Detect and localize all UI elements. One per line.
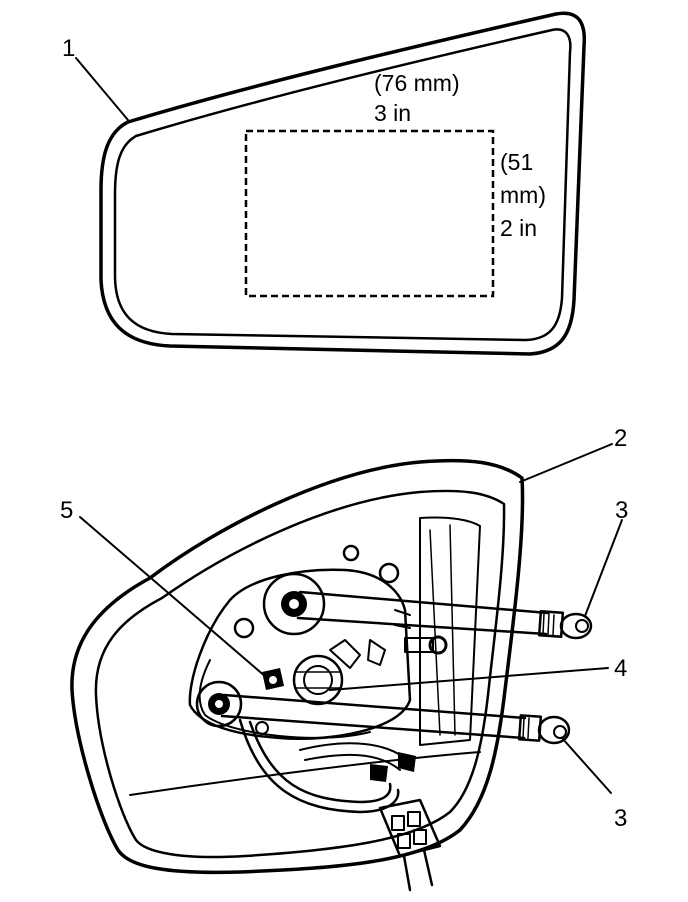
callout-3-upper: 3 xyxy=(615,497,628,524)
dimension-width-metric: (76 mm) xyxy=(374,70,460,96)
actuator-bracket xyxy=(188,544,448,740)
callout-4: 4 xyxy=(614,655,627,682)
lower-rod xyxy=(220,693,571,745)
lower-pivot-socket xyxy=(195,680,243,728)
callout-leader-2 xyxy=(519,443,613,483)
callout-leader-4 xyxy=(329,667,609,691)
callout-leader-3-upper xyxy=(584,519,623,617)
dimension-width-imperial: 3 in xyxy=(374,100,411,126)
mirror-housing xyxy=(70,458,525,875)
callout-leader-1 xyxy=(75,57,129,121)
measurement-area xyxy=(244,129,495,298)
callout-1: 1 xyxy=(62,35,75,62)
dimension-height-imperial: 2 in xyxy=(500,215,537,241)
pivot xyxy=(262,668,284,690)
callout-leader-3-lower xyxy=(561,737,612,794)
electrical-connector xyxy=(378,798,442,892)
upper-rod xyxy=(296,590,593,640)
callout-5: 5 xyxy=(60,497,73,524)
dimension-height-metric-line1: (51 xyxy=(500,149,533,175)
mirror-glass xyxy=(99,11,587,356)
wiring-harness xyxy=(238,718,416,814)
motor xyxy=(292,654,344,706)
dimension-height-metric-line2: mm) xyxy=(500,182,546,208)
callout-leader-5 xyxy=(79,516,267,678)
callout-2: 2 xyxy=(614,425,627,452)
upper-pivot-socket xyxy=(262,572,326,636)
callout-3-lower: 3 xyxy=(614,805,627,832)
